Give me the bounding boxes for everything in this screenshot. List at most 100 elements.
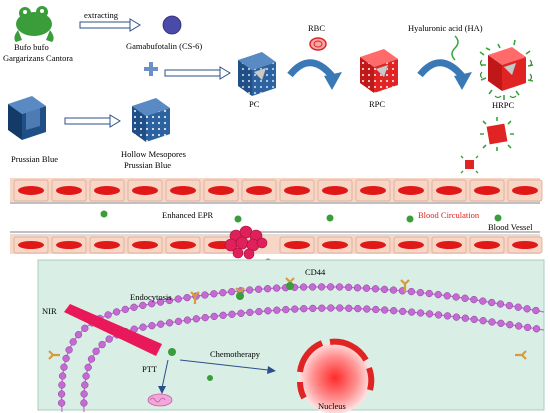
lipid-head — [470, 295, 478, 304]
prussian-blue-cube-icon — [8, 96, 46, 140]
lipid-head — [327, 304, 335, 312]
lipid-head — [201, 291, 209, 299]
lipid-head — [363, 305, 371, 313]
lipid-head — [58, 372, 67, 380]
lipid-head — [532, 325, 541, 333]
lipid-head — [372, 305, 380, 314]
vessel-cell-nucleus — [170, 241, 196, 249]
vessel-cell-nucleus — [94, 241, 120, 249]
vessel-cell-nucleus — [360, 186, 386, 195]
lipid-head — [308, 283, 317, 291]
lipid-head — [210, 290, 218, 298]
lipid-head — [479, 317, 487, 325]
toad-icon — [14, 6, 54, 42]
lipid-head — [300, 305, 308, 313]
lipid-head — [389, 286, 398, 294]
lipid-head — [299, 283, 308, 291]
vessel-cell-nucleus — [436, 186, 462, 195]
vessel-cell-nucleus — [132, 241, 158, 249]
hrpc-small-icon-2 — [460, 155, 479, 174]
vessel-cell-nucleus — [474, 241, 500, 249]
lipid-head — [523, 305, 531, 313]
extracting-label: extracting — [84, 10, 119, 20]
lipid-head — [335, 283, 344, 291]
lipid-head — [105, 335, 113, 343]
enhanced-epr-label: Enhanced EPR — [162, 210, 214, 220]
ptt-label: PTT — [142, 364, 158, 374]
lipid-head — [65, 346, 73, 354]
toad-name-line1: Bufo bufo — [14, 42, 49, 52]
vessel-cell-nucleus — [512, 241, 538, 249]
curved-arrow-pc-rpc-head — [324, 72, 342, 90]
lipid-head — [353, 284, 362, 292]
vessel-cell-nucleus — [18, 186, 44, 195]
chemotherapy-label: Chemotherapy — [210, 349, 261, 359]
curved-arrow-rpc-hrpc — [417, 59, 465, 79]
lipid-head — [183, 316, 192, 324]
lipid-head — [81, 381, 89, 389]
lipid-head — [84, 363, 92, 372]
circulating-particle-icons — [100, 210, 502, 266]
lipid-head — [121, 305, 129, 314]
rbc-label: RBC — [308, 23, 325, 33]
lipid-head — [488, 318, 496, 326]
curved-arrow-pc-rpc — [287, 59, 335, 79]
lipid-head — [407, 287, 416, 296]
vessel-cell-nucleus — [512, 186, 538, 195]
lipid-head — [246, 286, 254, 294]
lipid-head — [515, 322, 523, 330]
lipid-head — [408, 308, 416, 316]
lipid-head — [62, 354, 70, 363]
lipid-head — [57, 399, 66, 407]
gamabufotalin-label: Gamabufotalin (CS-6) — [126, 41, 202, 51]
lipid-head — [80, 399, 88, 407]
nucleus-label: Nucleus — [318, 401, 346, 411]
rpc-label: RPC — [369, 99, 385, 109]
lipid-head — [523, 323, 532, 332]
lipid-head — [246, 308, 254, 317]
vessel-cell-nucleus — [284, 241, 310, 249]
chemotherapy-arrow — [179, 359, 269, 371]
lipid-head — [92, 347, 100, 355]
vessel-cell-nucleus — [18, 241, 44, 249]
lipid-head — [156, 298, 165, 306]
lipid-head — [443, 312, 452, 320]
hmpb-label-line1: Hollow Mesopores — [121, 149, 186, 159]
lipid-head — [345, 304, 353, 312]
mitochondria-icon — [147, 393, 173, 407]
lipid-head — [381, 306, 389, 314]
vessel-cell-nucleus — [436, 241, 462, 249]
lipid-head — [57, 390, 66, 398]
rbc-icon — [309, 37, 327, 51]
blood-vessel — [10, 178, 543, 254]
lipid-head — [532, 306, 540, 315]
nir-laser-beam — [64, 304, 162, 356]
lipid-head — [399, 307, 407, 316]
lipid-head — [390, 307, 398, 315]
lipid-head — [139, 323, 147, 331]
lipid-head — [291, 305, 299, 313]
vessel-cell-nucleus — [208, 186, 234, 195]
lipid-head — [80, 390, 88, 398]
vessel-cell-nucleus — [398, 241, 424, 249]
lipid-head — [273, 306, 281, 314]
plus-icon — [144, 62, 158, 76]
vessel-cell-nucleus — [284, 186, 310, 195]
endocytosis-label: Endocytosis — [130, 292, 172, 302]
vessel-cell-nucleus — [322, 186, 348, 195]
blood-circulation-label: Blood Circulation — [418, 210, 480, 220]
lipid-head — [318, 304, 326, 312]
vessel-cell-nucleus — [94, 186, 120, 195]
ptt-arrow-head — [158, 386, 166, 394]
vessel-cell-nucleus — [474, 186, 500, 195]
lipid-head — [371, 285, 380, 293]
lipid-head — [60, 363, 68, 371]
lipid-head — [228, 288, 236, 296]
lipid-head — [461, 314, 469, 322]
curved-arrow-rpc-hrpc-head — [454, 72, 472, 90]
lipid-head — [82, 372, 90, 380]
lipid-head — [255, 307, 263, 316]
hrpc-cube-icon — [479, 39, 534, 100]
lipid-head — [174, 295, 182, 303]
tumor-cell-cluster-icon — [224, 225, 268, 260]
